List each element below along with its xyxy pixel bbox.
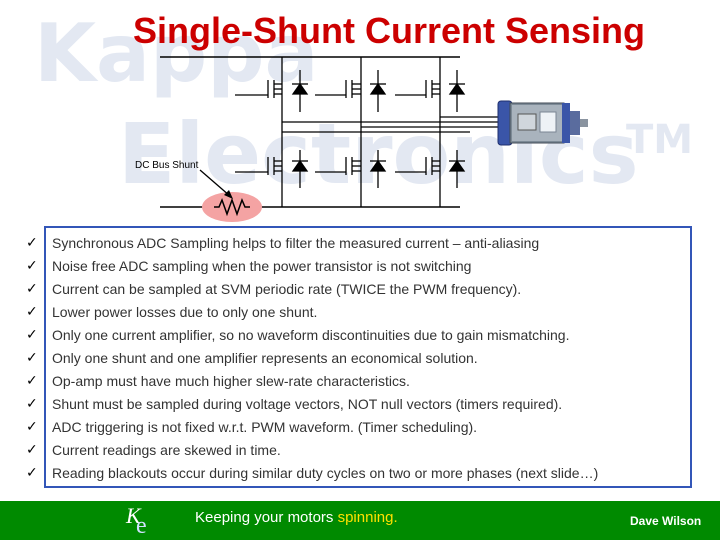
bullet-text: Current readings are skewed in time.: [52, 442, 281, 458]
check-icon: ✓: [26, 465, 38, 481]
author-name: Dave Wilson: [630, 514, 702, 528]
bullet-text: Noise free ADC sampling when the power t…: [52, 258, 472, 274]
check-icon: ✓: [26, 235, 38, 251]
bullet-text: Shunt must be sampled during voltage vec…: [52, 396, 563, 412]
check-icon: ✓: [26, 281, 38, 297]
diode-icon: [369, 82, 387, 95]
check-icon: ✓: [26, 258, 38, 274]
logo-e-letter: e: [136, 513, 147, 539]
upper-transistor-a: [267, 80, 282, 98]
logo-k-letter: K: [126, 503, 141, 528]
bullet-item: ✓ Only one shunt and one amplifier repres…: [26, 347, 598, 370]
bullet-text: Only one current amplifier, so no wavefo…: [52, 327, 570, 343]
check-icon: ✓: [26, 304, 38, 320]
bullet-item: ✓ Only one current amplifier, so no wavef…: [26, 324, 598, 347]
bullet-item: ✓ Lower power losses due to only one shun…: [26, 301, 598, 324]
shunt-pointer-arrow: [199, 169, 231, 197]
check-icon: ✓: [26, 327, 38, 343]
bullet-item: ✓ Op-amp must have much higher slew-rate …: [26, 370, 598, 393]
check-icon: ✓: [26, 419, 38, 435]
tagline-main: Keeping your motors: [195, 509, 338, 526]
motor-icon: [497, 100, 588, 146]
kappa-logo: K e: [120, 501, 160, 540]
inverter-circuit-diagram: [160, 56, 588, 222]
bullet-text: Lower power losses due to only one shunt…: [52, 304, 318, 320]
diode-icon: [448, 159, 466, 172]
shunt-highlight: [202, 192, 262, 222]
bullet-item: ✓ ADC triggering is not fixed w.r.t. PWM …: [26, 416, 598, 439]
bullet-item: ✓ Reading blackouts occur during similar …: [26, 462, 599, 485]
bullet-text: Op-amp must have much higher slew-rate c…: [52, 373, 410, 389]
bullet-item: ✓ Current readings are skewed in time.: [26, 439, 598, 462]
bullet-text: ADC triggering is not fixed w.r.t. PWM w…: [52, 419, 478, 435]
footer-bar: K e Keeping your motors spinning. Dave W…: [0, 501, 720, 540]
dc-bus-shunt-label: DC Bus Shunt: [135, 160, 199, 171]
check-icon: ✓: [26, 373, 38, 389]
diode-icon: [448, 82, 466, 95]
lower-transistor-c: [425, 157, 440, 175]
bullet-text: Synchronous ADC Sampling helps to filter…: [52, 235, 540, 251]
tagline-accent: spinning.: [337, 509, 398, 526]
bullet-item: ✓ Shunt must be sampled during voltage ve…: [26, 393, 598, 416]
check-icon: ✓: [26, 396, 38, 412]
diode-icon: [291, 159, 309, 172]
watermark-trademark: TM: [626, 117, 694, 163]
footer-tagline: Keeping your motors spinning.: [195, 509, 398, 526]
bullet-item: ✓ Noise free ADC sampling when the power …: [26, 255, 598, 278]
bullet-text: Current can be sampled at SVM periodic r…: [52, 281, 522, 297]
bullet-item: ✓ Current can be sampled at SVM periodic …: [26, 278, 598, 301]
bullet-panel: ✓ Synchronous ADC Sampling helps to filte…: [26, 226, 692, 488]
slide-title: Single-Shunt Current Sensing: [133, 10, 646, 51]
lower-transistor-b: [345, 157, 361, 175]
shunt-resistor-icon: [214, 197, 250, 217]
lower-transistor-a: [267, 157, 282, 175]
bullet-text: Reading blackouts occur during similar d…: [52, 465, 599, 481]
diode-icon: [369, 159, 387, 172]
upper-transistor-b: [345, 80, 361, 98]
check-icon: ✓: [26, 442, 38, 458]
watermark-kappa: Kappa: [34, 7, 319, 100]
bullet-text: Only one shunt and one amplifier represe…: [52, 350, 478, 366]
diode-icon: [291, 82, 309, 95]
upper-transistor-c: [425, 80, 440, 98]
bullet-list: ✓ Synchronous ADC Sampling helps to filte…: [26, 232, 599, 485]
bullet-item: ✓ Synchronous ADC Sampling helps to filte…: [26, 232, 598, 255]
check-icon: ✓: [26, 350, 38, 366]
